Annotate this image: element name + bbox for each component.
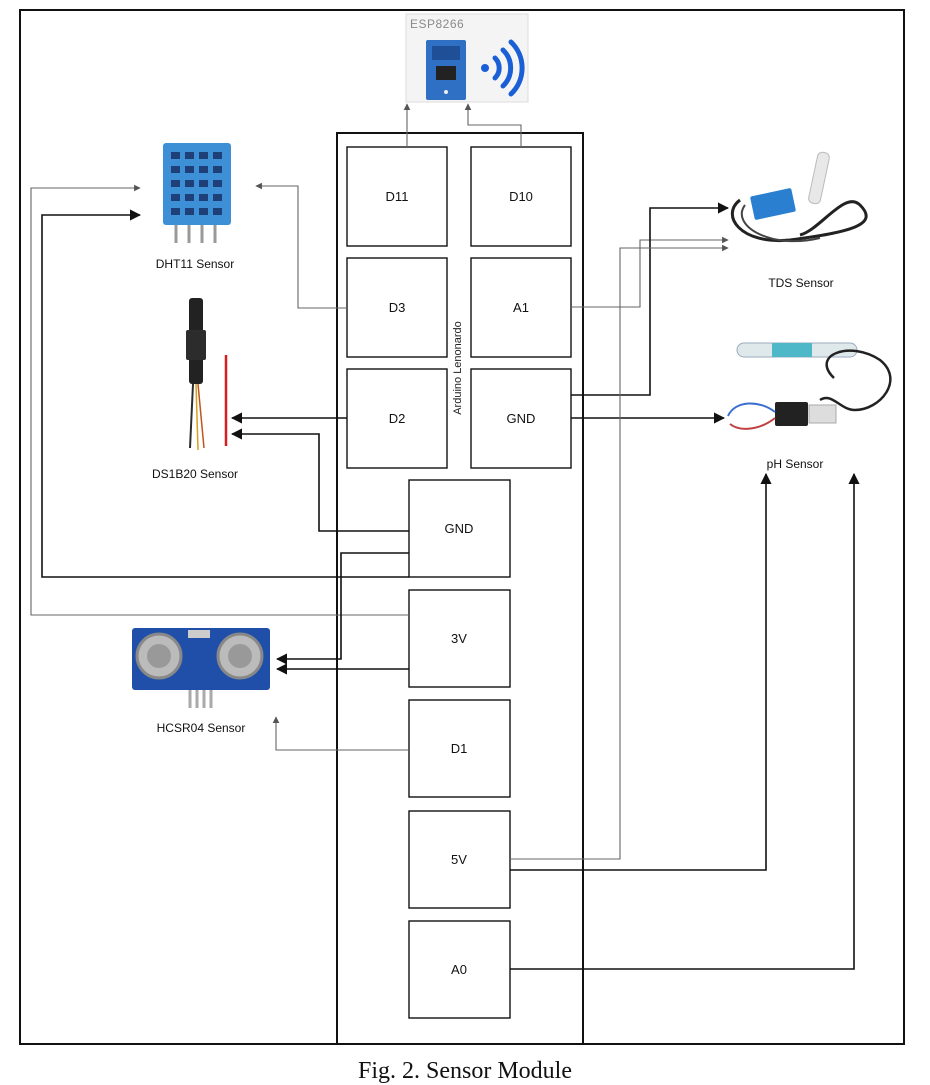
board-label: Arduino Lenonardo (452, 321, 464, 415)
pin-d11-label: D11 (386, 189, 409, 204)
wire-gnd-ds1b20 (230, 428, 409, 532)
pin-5v-label: 5V (451, 852, 467, 867)
tds-sensor: TDS Sensor (730, 151, 868, 290)
wire-5v-ph (510, 472, 772, 871)
wire-3v-dht11 (30, 184, 409, 616)
figure-caption: Fig. 2. Sensor Module (357, 1058, 572, 1084)
pin-d1: D1 (408, 699, 511, 798)
tds-probe (808, 151, 830, 205)
ph-board (775, 402, 808, 426)
pin-d2: D2 (346, 368, 448, 469)
pin-a0-label: A0 (451, 962, 467, 977)
pin-gnd-right: GND (470, 368, 572, 469)
ds1b20-sensor: DS1B20 Sensor (152, 298, 238, 481)
pin-d1-label: D1 (451, 741, 468, 756)
wire-d1-hcsr04 (272, 716, 409, 751)
pin-a1: A1 (470, 257, 572, 358)
esp8266-module: ESP8266 (405, 13, 529, 103)
esp8266-label: ESP8266 (410, 17, 464, 31)
pin-gnd-left: GND (408, 479, 511, 578)
wire-5v-tds (510, 244, 729, 860)
pin-d3-label: D3 (389, 300, 406, 315)
wifi-icon (481, 39, 525, 97)
tds-label: TDS Sensor (768, 276, 833, 290)
wire-a0-ph (510, 472, 860, 970)
wire-a1-tds (571, 236, 729, 308)
ds1b20-label: DS1B20 Sensor (152, 467, 238, 481)
wire-d10-esp (464, 103, 522, 147)
pin-a1-label: A1 (513, 300, 529, 315)
wire-gnd-tds (571, 202, 730, 396)
hcsr04-sensor: HCSR04 Sensor (132, 628, 270, 735)
pin-a0: A0 (408, 920, 511, 1019)
hcsr04-label: HCSR04 Sensor (157, 721, 246, 735)
pin-3v: 3V (408, 589, 511, 688)
pin-3v-label: 3V (451, 631, 467, 646)
tds-board (750, 188, 796, 220)
dht11-sensor: DHT11 Sensor (156, 143, 234, 271)
wire-gnd-hcsr04 (275, 552, 409, 665)
wire-gnd-dht11 (41, 209, 409, 578)
pin-gnd-left-label: GND (445, 521, 474, 536)
ph-sensor: pH Sensor (727, 342, 892, 471)
pin-d2-label: D2 (389, 411, 406, 426)
dht11-body (163, 143, 231, 225)
pin-d3: D3 (346, 257, 448, 358)
arduino-board (336, 132, 584, 1045)
pin-d10: D10 (470, 146, 572, 247)
dht11-pins (174, 225, 217, 243)
pin-5v: 5V (408, 810, 511, 909)
pin-gnd-right-label: GND (507, 411, 536, 426)
pin-d10-label: D10 (509, 189, 533, 204)
pin-d11: D11 (346, 146, 448, 247)
dht11-label: DHT11 Sensor (156, 257, 234, 271)
ph-label: pH Sensor (767, 457, 824, 471)
wire-d3-dht11 (255, 182, 347, 309)
